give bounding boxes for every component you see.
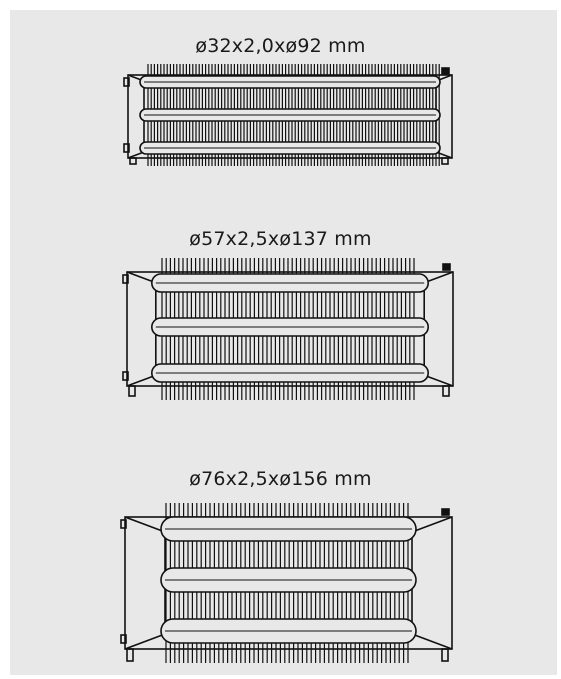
foot	[126, 648, 134, 662]
heater-label-small: ø32x2,0xø92 mm	[195, 35, 366, 57]
end-cap	[122, 274, 129, 284]
frame-corner-line	[423, 271, 454, 284]
heater-medium	[122, 258, 454, 400]
heater-small	[123, 64, 453, 166]
foot	[129, 157, 137, 165]
connection-stub	[441, 67, 450, 75]
frame-corner-line	[124, 516, 166, 533]
foot	[442, 385, 450, 397]
foot	[441, 157, 449, 165]
frame-corner-line	[411, 633, 453, 650]
end-cap	[123, 143, 130, 153]
heater-label-medium: ø57x2,5xø137 mm	[189, 228, 372, 250]
end-cap	[122, 371, 129, 381]
frame-corner-line	[127, 151, 145, 159]
frame-corner-line	[126, 374, 157, 387]
connection-stub	[441, 508, 450, 516]
heater-large	[120, 503, 453, 663]
end-cap	[123, 77, 130, 87]
heater-frame	[126, 271, 454, 387]
frame-corner-line	[411, 516, 453, 533]
heater-label-large: ø76x2,5xø156 mm	[189, 468, 372, 490]
frame-corner-line	[124, 633, 166, 650]
connection-stub	[442, 263, 451, 271]
frame-corner-line	[423, 374, 454, 387]
frame-corner-line	[126, 271, 157, 284]
heater-frame	[127, 74, 453, 159]
foot	[441, 648, 449, 662]
end-cap	[120, 634, 127, 644]
end-cap	[120, 519, 127, 529]
foot	[128, 385, 136, 397]
